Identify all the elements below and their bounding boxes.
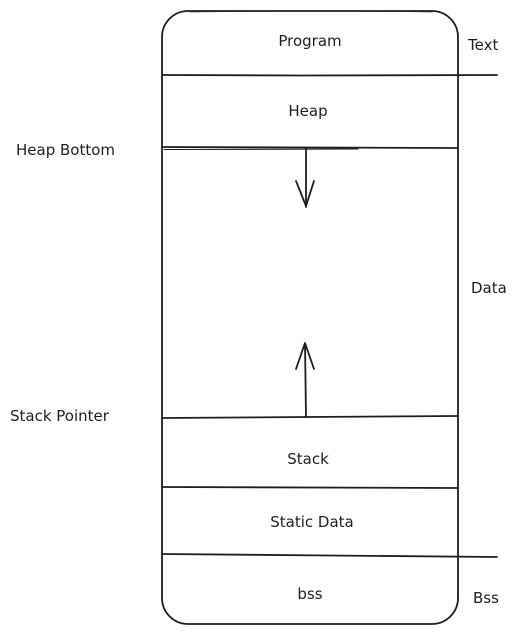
divider-stack-static <box>161 486 459 489</box>
segment-label-stack: Stack <box>287 450 329 468</box>
heap-growth-arrow-head <box>295 180 315 207</box>
stack-growth-arrow <box>304 343 307 418</box>
divider-heap-bottom-sketch <box>163 148 359 151</box>
segment-label-heap: Heap <box>288 102 327 120</box>
divider-stack-pointer <box>161 415 459 419</box>
side-label-data: Data <box>471 279 507 297</box>
divider-text-boundary <box>161 74 498 77</box>
stack-growth-arrow-head <box>295 342 315 370</box>
side-label-stack-pointer: Stack Pointer <box>10 407 110 425</box>
segment-label-program: Program <box>278 32 341 50</box>
side-label-bss: Bss <box>473 589 499 607</box>
divider-heap-bottom <box>161 146 459 149</box>
side-label-heap-bottom: Heap Bottom <box>16 141 115 159</box>
segment-label-bss: bss <box>297 585 322 603</box>
segment-label-static-data: Static Data <box>270 513 353 531</box>
divider-bss-boundary <box>161 553 498 558</box>
memory-block-outline-sketch <box>189 10 433 13</box>
side-label-text: Text <box>467 36 498 54</box>
